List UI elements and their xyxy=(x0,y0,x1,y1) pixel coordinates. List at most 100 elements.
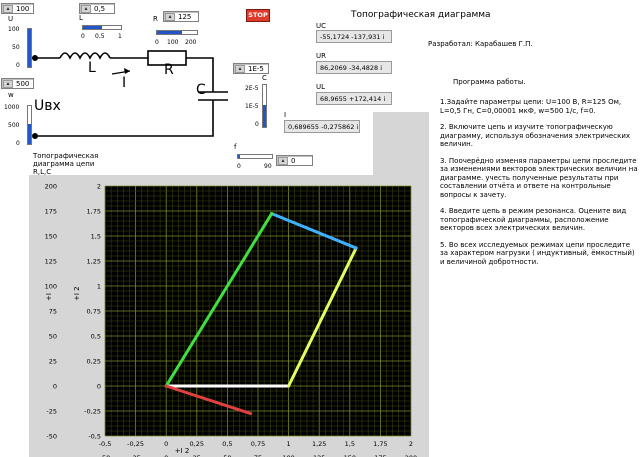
i-indicator: 0,689655 -0,275862 i xyxy=(284,120,360,133)
u-slider[interactable] xyxy=(27,28,32,68)
step-item: 5. Во всех исследуемых режимах цепи прос… xyxy=(440,240,635,266)
x-tick-label: 125 xyxy=(313,454,325,457)
page-title: Топографическая диаграмма xyxy=(351,10,491,20)
c-tick: 1E-5 xyxy=(245,103,259,110)
l-spin-icon[interactable]: ▴ xyxy=(81,5,91,13)
x2-tick-label: 2 xyxy=(409,440,413,448)
c-tick: 0 xyxy=(255,121,259,128)
x2-tick-label: 1 xyxy=(287,440,291,448)
stop-button[interactable]: STOP xyxy=(246,9,270,22)
x2-tick-label: -0,25 xyxy=(127,440,144,448)
circuit-diagram xyxy=(32,50,228,139)
y2-tick-label: 0,5 xyxy=(91,333,101,341)
circuit-r-label: R xyxy=(164,62,174,78)
step-item: 1.Задайте параметры цепи: U=100 В, R=125… xyxy=(440,98,622,115)
x-tick-label: -50 xyxy=(100,454,111,457)
y2-tick-label: -0,25 xyxy=(84,408,101,416)
w-tick: 500 xyxy=(8,122,20,129)
l-value: 0,5 xyxy=(94,5,106,13)
x-tick-label: 25 xyxy=(193,454,201,457)
c-spin-icon[interactable]: ▴ xyxy=(235,65,245,73)
x2-tick-label: 0,75 xyxy=(251,440,265,448)
w-tick: 1000 xyxy=(4,104,20,111)
u-tick: 100 xyxy=(8,26,20,33)
y-tick-label: 100 xyxy=(45,283,57,291)
w-numeric-control[interactable]: ▴ 500 xyxy=(1,78,34,89)
c-tick: 2E-5 xyxy=(245,85,259,92)
vector-line xyxy=(287,246,358,388)
w-slider[interactable] xyxy=(27,105,32,145)
u-tick: 50 xyxy=(12,44,20,51)
x2-tick-label: 0,5 xyxy=(222,440,232,448)
x-tick-label: -25 xyxy=(130,454,141,457)
r-label: R xyxy=(153,15,158,23)
l-tick: 1 xyxy=(118,33,122,40)
f-spin-icon[interactable]: ▴ xyxy=(278,157,288,165)
l-label: L xyxy=(79,14,83,22)
u-spin-icon[interactable]: ▴ xyxy=(3,5,13,13)
r-numeric-control[interactable]: ▴ 125 xyxy=(163,11,199,22)
l-tick: 0,5 xyxy=(95,33,105,40)
x-tick-label: 200 xyxy=(405,454,417,457)
f-tick: 0 xyxy=(237,163,241,170)
y2-tick-label: 0 xyxy=(97,383,101,391)
x2-axis-label: +I 2 xyxy=(175,447,190,455)
panel-corner xyxy=(373,112,429,180)
step-item: 2. Включите цепь и изучите топографическ… xyxy=(440,123,631,148)
y-tick-label: 75 xyxy=(49,308,57,316)
f-label: f xyxy=(234,143,237,151)
c-value: 1E-5 xyxy=(248,65,264,73)
r-tick: 0 xyxy=(155,39,159,46)
u-tick: 0 xyxy=(16,62,20,69)
x2-tick-label: 1,75 xyxy=(373,440,387,448)
r-tick: 200 xyxy=(185,39,197,46)
diagram-caption: Топографическая диаграмма цепи R,L,C xyxy=(33,152,99,176)
y2-tick-label: 0,75 xyxy=(87,308,101,316)
u-value: 100 xyxy=(16,5,30,13)
c-label: C xyxy=(262,74,267,82)
f-value: 0 xyxy=(291,157,296,165)
y-tick-label: -25 xyxy=(46,408,57,416)
c-numeric-control[interactable]: ▴ 1E-5 xyxy=(233,63,269,74)
f-slider[interactable] xyxy=(237,154,273,159)
x2-tick-label: 1,5 xyxy=(345,440,355,448)
c-slider-fill xyxy=(263,105,266,127)
circuit-l-label: L xyxy=(88,60,96,76)
r-slider[interactable] xyxy=(156,30,198,35)
y-tick-label: 125 xyxy=(45,258,57,266)
step-item: 4. Введите цепь в режим резонанса. Оцени… xyxy=(440,207,627,232)
steps-list: 1.Задайте параметры цепи: U=100 В, R=125… xyxy=(440,98,638,266)
l-slider[interactable] xyxy=(82,25,122,30)
ul-label: UL xyxy=(316,83,326,91)
y-tick-label: 200 xyxy=(45,183,57,191)
x2-tick-label: 1,25 xyxy=(312,440,326,448)
w-tick: 0 xyxy=(16,140,20,147)
l-numeric-control[interactable]: ▴ 0,5 xyxy=(79,3,115,14)
y-tick-label: 50 xyxy=(49,333,57,341)
l-slider-fill xyxy=(83,26,102,29)
y-tick-label: 175 xyxy=(45,208,57,216)
y2-tick-label: 1,75 xyxy=(87,208,101,216)
c-slider[interactable] xyxy=(262,84,267,128)
f-tick: 90 xyxy=(264,163,272,170)
u-numeric-control[interactable]: ▴ 100 xyxy=(1,3,34,14)
vector-line xyxy=(164,384,253,416)
i-label: I xyxy=(284,111,287,119)
y2-tick-label: 1,5 xyxy=(91,233,101,241)
y-tick-label: -50 xyxy=(46,433,57,441)
r-value: 125 xyxy=(178,13,192,21)
circuit-i-label: I xyxy=(122,75,127,91)
y2-tick-label: 2 xyxy=(97,183,101,191)
uc-indicator: -55,1724 -137,931 i xyxy=(316,30,392,43)
x2-tick-label: 0 xyxy=(164,440,168,448)
vector-line xyxy=(270,212,358,250)
w-spin-icon[interactable]: ▴ xyxy=(3,80,13,88)
step-item: 3. Поочерёдно изменяя параметры цепи про… xyxy=(440,156,638,199)
x2-tick-label: -0,5 xyxy=(99,440,112,448)
y-tick-label: 0 xyxy=(53,383,57,391)
u-label: U xyxy=(8,15,14,23)
r-spin-icon[interactable]: ▴ xyxy=(165,13,175,21)
f-numeric-control[interactable]: ▴ 0 xyxy=(276,155,313,166)
f-slider-fill xyxy=(238,155,240,158)
